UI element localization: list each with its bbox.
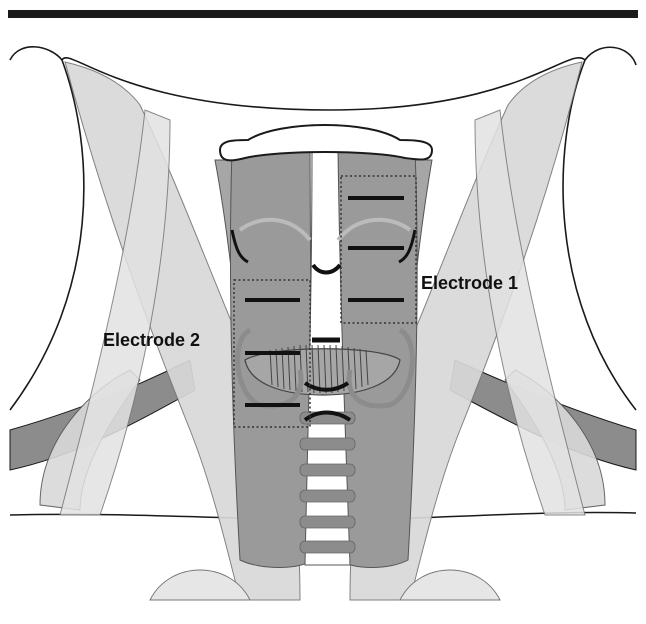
electrode-2-label: Electrode 2 bbox=[103, 330, 200, 350]
top-border-bar bbox=[8, 10, 638, 18]
neck-contour-right bbox=[563, 60, 636, 410]
neck-contour-left bbox=[10, 60, 84, 410]
electrode-1-label: Electrode 1 bbox=[421, 273, 518, 293]
